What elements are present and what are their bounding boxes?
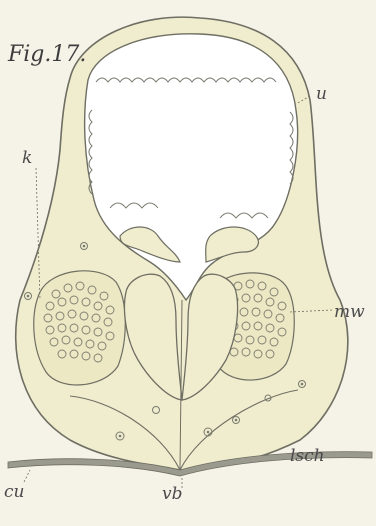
label-vb: vb — [162, 486, 183, 503]
label-u: u — [316, 86, 327, 103]
left-cell-mass — [34, 271, 126, 385]
figure-title: Fig.17. — [8, 44, 86, 66]
label-cu: cu — [4, 484, 24, 501]
label-k: k — [22, 150, 32, 167]
label-lsch: lsch — [290, 448, 325, 465]
label-mw: mw — [334, 304, 365, 321]
